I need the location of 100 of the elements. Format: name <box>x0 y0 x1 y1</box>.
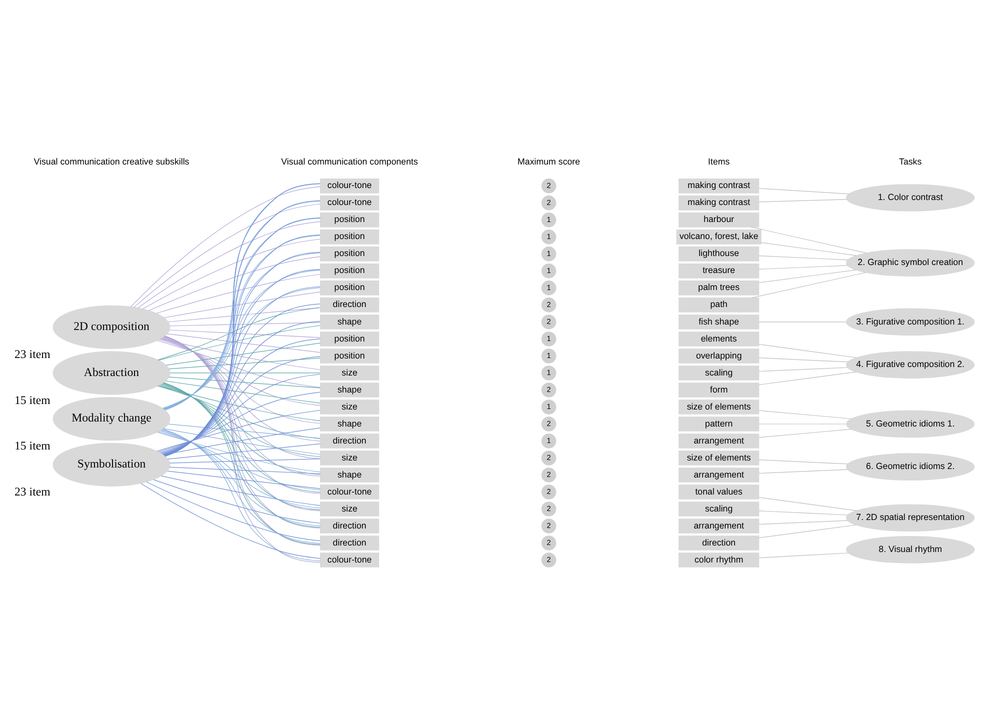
node-label: 23 item <box>14 346 50 361</box>
label: Items <box>708 156 730 166</box>
node-box: position <box>320 246 380 261</box>
node-circle: 1 <box>541 212 556 227</box>
node-box: direction <box>320 433 380 448</box>
connector <box>750 226 867 253</box>
node-box: shape <box>320 382 380 397</box>
node-ellipse: 8. Visual rhythm <box>846 536 975 563</box>
node-ellipse: Modality change <box>52 396 170 440</box>
connector <box>158 324 320 360</box>
node-box: arrangement <box>678 518 760 533</box>
node-circle: 1 <box>541 263 556 278</box>
connector <box>758 269 856 283</box>
connector <box>758 468 848 474</box>
node-box: position <box>320 348 380 363</box>
node-box: size <box>320 399 380 414</box>
node-ellipse: 7. 2D spatial representation <box>846 504 975 532</box>
node-box: shape <box>320 314 380 329</box>
node-circle: 1 <box>541 348 556 363</box>
node-circle: 1 <box>541 246 556 261</box>
connector <box>159 384 321 457</box>
connector <box>166 333 320 352</box>
node-box: shape <box>320 467 380 482</box>
label: Tasks <box>899 156 922 166</box>
connector <box>170 372 321 373</box>
connector <box>758 198 848 202</box>
connector <box>158 391 320 452</box>
node-ellipse: Symbolisation <box>52 442 170 486</box>
node-circle: 2 <box>541 552 556 567</box>
node-circle: 1 <box>541 229 556 244</box>
connector <box>758 371 856 385</box>
node-circle: 2 <box>541 484 556 499</box>
node-box: overlapping <box>678 348 760 363</box>
connector <box>130 186 321 307</box>
node-box: harbour <box>678 212 760 227</box>
node-box: size of elements <box>678 450 760 465</box>
node-circle: 1 <box>541 365 556 380</box>
connector <box>134 203 320 308</box>
connector <box>758 410 852 419</box>
node-label: 23 item <box>14 484 50 498</box>
node-circle: 2 <box>541 501 556 516</box>
connector <box>158 338 321 406</box>
connector <box>161 356 320 454</box>
node-circle: 1 <box>541 280 556 295</box>
connector <box>168 423 320 438</box>
connector <box>165 380 320 403</box>
connector <box>169 466 320 474</box>
node-box: making contrast <box>678 178 760 193</box>
node-box: arrangement <box>678 433 760 448</box>
node-box: scaling <box>678 365 760 380</box>
connector <box>146 481 320 541</box>
node-box: form <box>678 382 760 397</box>
connector <box>758 459 848 464</box>
connector <box>168 357 321 369</box>
connector <box>170 322 320 326</box>
connector <box>751 272 866 298</box>
node-box: position <box>320 212 380 227</box>
connector <box>758 344 857 358</box>
node-box: direction <box>320 518 380 533</box>
connector <box>158 430 320 490</box>
node-ellipse: 3. Figurative composition 1. <box>846 308 975 336</box>
node-ellipse: 6. Geometric idioms 2. <box>846 452 975 480</box>
node-box: fish shape <box>678 314 760 329</box>
connector <box>758 520 848 524</box>
node-box: scaling <box>678 501 760 516</box>
connector <box>758 496 857 510</box>
node-box: colour-tone <box>320 484 380 499</box>
node-box: size <box>320 501 380 516</box>
node-box: size of elements <box>678 399 760 414</box>
label: Visual communication creative subskills <box>34 156 190 166</box>
connector <box>168 443 321 459</box>
node-box: direction <box>320 297 380 312</box>
node-circle: 1 <box>541 331 556 346</box>
connector <box>160 373 320 452</box>
connector <box>157 340 321 388</box>
node-box: size <box>320 365 380 380</box>
node-circle: 2 <box>541 535 556 550</box>
connector <box>170 458 320 463</box>
node-circle: 1 <box>541 399 556 414</box>
connector <box>158 385 320 439</box>
connector <box>758 188 850 194</box>
connector <box>758 428 852 438</box>
label: Maximum score <box>518 156 580 166</box>
connector <box>758 366 848 372</box>
node-circle: 2 <box>541 297 556 312</box>
connector <box>758 552 849 558</box>
connector <box>166 342 321 365</box>
node-box: color rhythm <box>678 552 760 567</box>
connector <box>160 430 320 508</box>
node-box: lighthouse <box>678 246 760 261</box>
connector <box>758 510 848 515</box>
node-box: tonal values <box>678 484 760 499</box>
node-box: colour-tone <box>320 552 380 567</box>
connector <box>161 475 320 506</box>
connector <box>758 423 847 424</box>
connector <box>158 385 320 421</box>
node-circle: 2 <box>541 314 556 329</box>
node-circle: 2 <box>541 416 556 431</box>
node-ellipse: 5. Geometric idioms 1. <box>846 410 975 438</box>
connector <box>161 429 320 526</box>
